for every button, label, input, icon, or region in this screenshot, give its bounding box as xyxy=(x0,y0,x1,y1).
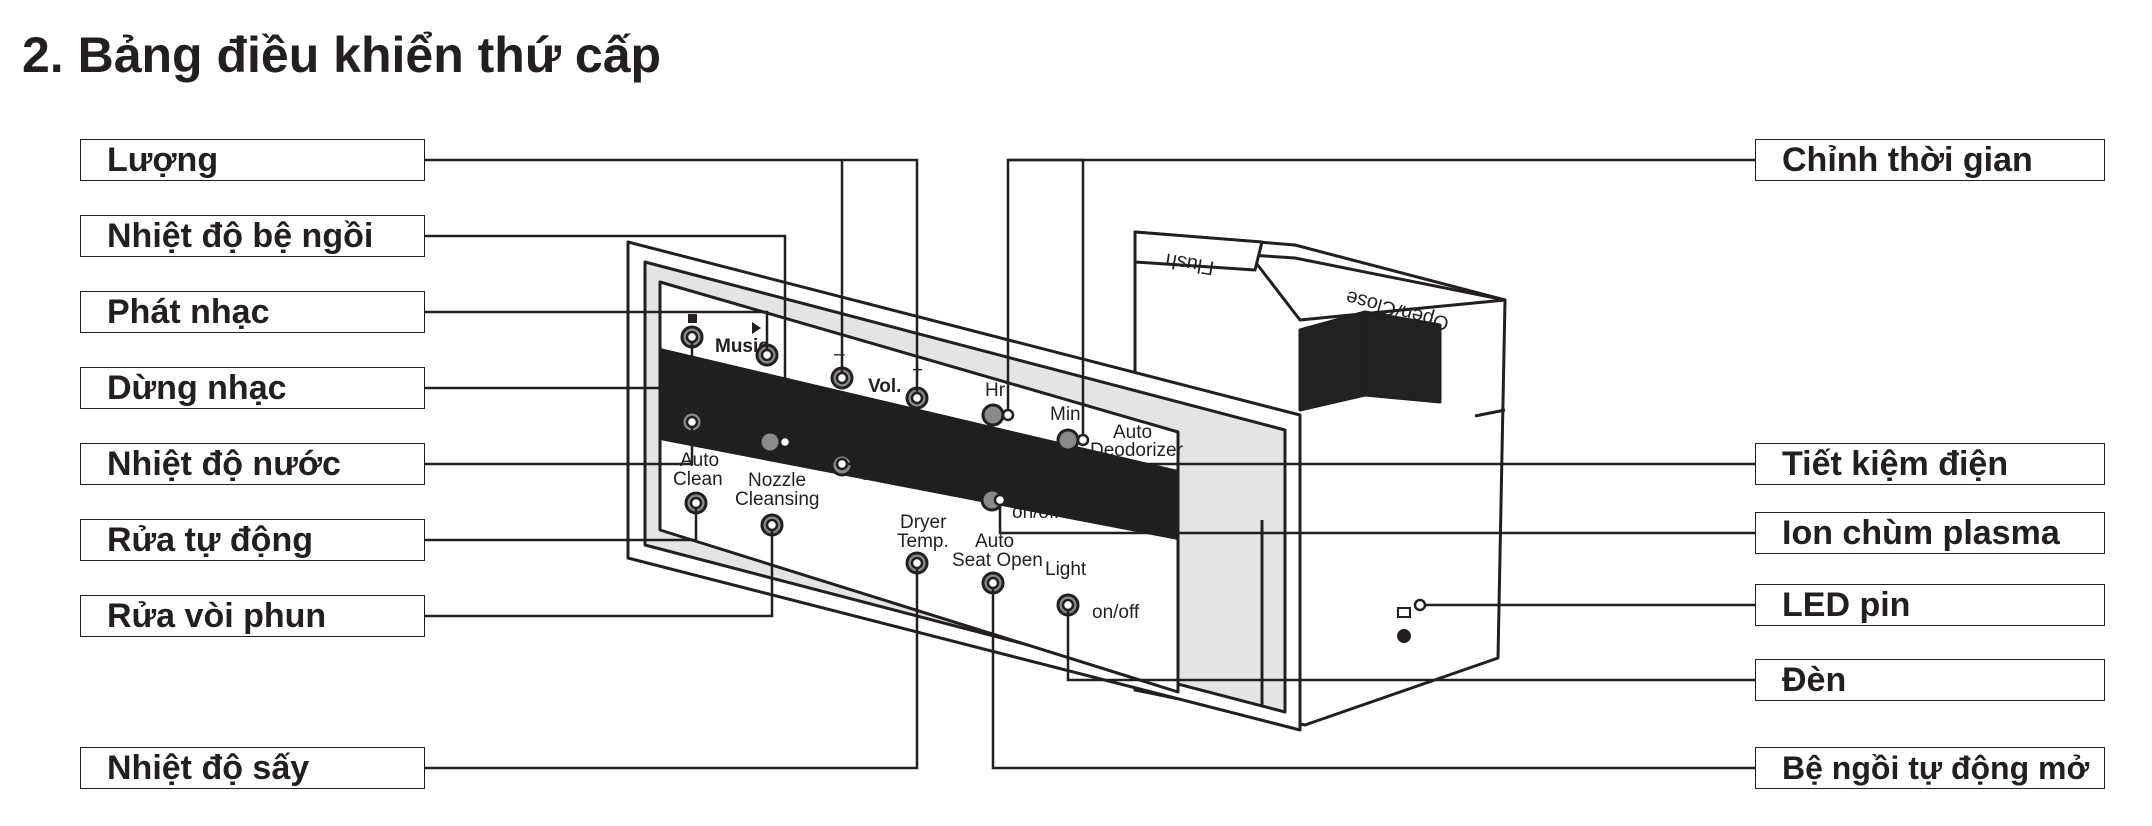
seat-temp-button[interactable] xyxy=(758,430,782,454)
label-play-music: Phát nhạc xyxy=(80,291,425,333)
label-volume: Lượng xyxy=(80,139,425,181)
auto-text: Auto xyxy=(1113,422,1152,443)
light-text: Light xyxy=(1045,559,1087,580)
auto-clean-1-text: Auto xyxy=(680,450,719,471)
seat-text: Seat xyxy=(752,380,792,401)
stop-icon xyxy=(688,314,697,323)
label-light: Đèn xyxy=(1755,659,2105,701)
eco-text: ECO xyxy=(834,429,862,444)
vol-text: Vol. xyxy=(868,376,901,397)
label-seat-temp: Nhiệt độ bệ ngồi xyxy=(80,215,425,257)
plasmacluster-text: Plasmacluster xyxy=(943,436,1063,457)
music-symbols xyxy=(688,314,761,334)
device-body xyxy=(626,230,1507,732)
label-auto-clean: Rửa tự động xyxy=(80,519,425,561)
label-power-save: Tiết kiệm điện xyxy=(1755,443,2105,485)
page-title: 2. Bảng điều khiển thứ cấp xyxy=(22,27,662,83)
ion-text: Ion xyxy=(985,458,1011,479)
nozzle-2-text: Cleansing xyxy=(735,489,820,510)
leader-endpoints xyxy=(685,330,1427,612)
light-onoff-text: on/off xyxy=(1092,602,1140,623)
power-text: Power xyxy=(868,416,923,437)
label-nozzle-cleansing: Rửa vòi phun xyxy=(80,595,425,637)
leader-lines xyxy=(425,158,1755,770)
hour-button[interactable] xyxy=(981,403,1005,427)
auto-seat-1-text: Auto xyxy=(975,531,1014,552)
label-stop-music: Dừng nhạc xyxy=(80,367,425,409)
dryer-1-text: Dryer xyxy=(900,512,947,533)
led-battery-icon xyxy=(1397,607,1411,643)
dryer-2-text: Temp. xyxy=(897,531,949,552)
water-text: Water xyxy=(674,360,725,381)
auto-clean-2-text: Clean xyxy=(673,469,723,490)
minute-button[interactable] xyxy=(1056,428,1080,452)
power-onoff-text: on/off xyxy=(860,464,908,485)
panel-text: Music Vol. – + Hr Min Auto Deodorizer Wa… xyxy=(670,336,1184,623)
auto-seat-2-text: Seat Open xyxy=(952,550,1043,571)
label-led-battery: LED pin xyxy=(1755,584,2105,626)
save-text: save xyxy=(872,436,912,457)
water-temp-text: temp. xyxy=(670,379,718,400)
hr-text: Hr xyxy=(985,380,1006,401)
min-text: Min xyxy=(1050,404,1081,425)
label-water-temp: Nhiệt độ nước xyxy=(80,443,425,485)
music-text: Music xyxy=(715,336,769,357)
label-dryer-temp: Nhiệt độ sấy xyxy=(80,747,425,789)
label-auto-seat-open: Bệ ngồi tự động mở xyxy=(1755,747,2105,789)
label-plasma-ion: Ion chùm plasma xyxy=(1755,512,2105,554)
minus-text: – xyxy=(834,344,845,365)
ion-onoff-text: on/off xyxy=(1012,502,1060,523)
deodorizer-text: Deodorizer xyxy=(1090,440,1184,461)
play-pause-icon xyxy=(752,322,761,334)
seat-temp-text: temp. xyxy=(745,399,793,420)
nozzle-1-text: Nozzle xyxy=(748,470,806,491)
label-set-time: Chỉnh thời gian xyxy=(1755,139,2105,181)
